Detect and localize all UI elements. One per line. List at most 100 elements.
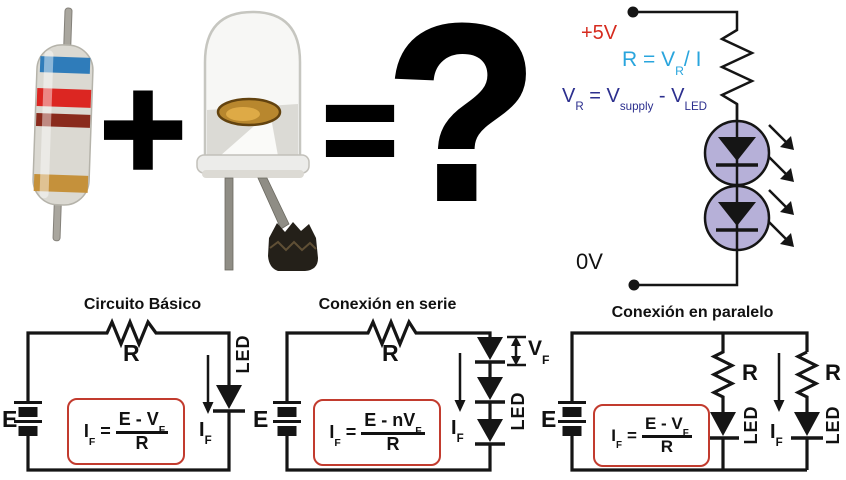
text-sub: F xyxy=(158,424,166,436)
formula-sub: R xyxy=(675,63,684,78)
formula-fraction: E - VF R xyxy=(115,409,169,453)
parallel-circuit-title: Conexión en paralelo xyxy=(611,304,774,321)
supply-voltage-label: +5V xyxy=(581,22,618,44)
text-sub: F xyxy=(456,432,464,446)
test-clip xyxy=(268,222,318,271)
text-part: I xyxy=(451,417,457,439)
branch-1-resistor xyxy=(710,333,736,412)
formula-denominator: R xyxy=(660,436,673,456)
led-diode-triangle-1 xyxy=(718,137,756,161)
led-label-2: LED xyxy=(823,405,843,445)
led-triangle-2 xyxy=(477,377,503,400)
formula-lhs: IF xyxy=(83,421,95,447)
formula-sub: supply xyxy=(619,100,654,114)
text-part: I xyxy=(329,422,335,442)
test-clip-teeth xyxy=(269,240,317,252)
led-label: LED xyxy=(233,334,253,374)
parallel-circuit-drawing xyxy=(558,331,823,472)
wire xyxy=(570,436,809,472)
resistor-label-2: R xyxy=(825,360,841,385)
formula-part: R = V xyxy=(622,48,676,71)
formula-sub: R xyxy=(575,100,584,114)
wire xyxy=(285,362,492,472)
formula-fraction: E - VF R xyxy=(641,414,692,456)
led-diode-triangle-2 xyxy=(718,202,756,226)
led-leg-left xyxy=(224,177,234,271)
text-part: E - V xyxy=(644,414,683,434)
source-label: E xyxy=(541,406,557,432)
led-flange-under xyxy=(202,170,304,178)
formula-part: / I xyxy=(683,48,702,71)
formula-sub: LED xyxy=(684,100,708,114)
formula-numerator: E - VF xyxy=(115,409,169,436)
text-sub: F xyxy=(334,437,341,449)
wire xyxy=(26,411,231,472)
formula-numerator: E - nVF xyxy=(361,410,425,437)
wire xyxy=(26,317,231,401)
wire xyxy=(285,317,492,401)
basic-circuit-drawing xyxy=(14,317,245,472)
text-part: I xyxy=(770,421,776,443)
branch-2-resistor xyxy=(794,350,820,412)
resistor-formula: R = VR/ I xyxy=(622,48,702,77)
band-red xyxy=(36,88,92,108)
formula-denominator: R xyxy=(135,432,149,453)
resistor-label: R xyxy=(382,340,399,366)
parallel-formula-box: IF = E - VF R xyxy=(593,404,710,467)
text-part: E - nV xyxy=(364,410,416,431)
basic-formula-box: IF = E - VF R xyxy=(67,398,185,465)
led-triangle-1 xyxy=(710,412,736,436)
current-arrow xyxy=(454,353,466,412)
led-triangle-2 xyxy=(794,412,820,436)
vf-measure-arrow xyxy=(507,335,526,367)
text-sub: F xyxy=(542,352,550,367)
led-triangle-1 xyxy=(477,337,503,360)
current-arrow xyxy=(773,353,785,412)
current-arrow xyxy=(202,355,214,414)
basic-circuit-title: Circuito Básico xyxy=(83,296,202,313)
body-highlight xyxy=(39,50,54,199)
series-circuit-drawing xyxy=(273,317,526,472)
battery-symbol xyxy=(558,401,586,436)
series-formula-box: IF = E - nVF R xyxy=(313,399,441,466)
text-sub: F xyxy=(682,428,689,440)
led-reflector-shine xyxy=(226,107,260,121)
led-triangle-3 xyxy=(477,419,503,442)
vf-label: VF xyxy=(528,337,549,366)
resistor-zigzag-vertical xyxy=(719,26,755,121)
wire xyxy=(570,331,809,401)
text-part: V xyxy=(528,337,543,360)
text-sub: F xyxy=(415,425,422,437)
formula-lhs: IF xyxy=(329,422,340,448)
formula-numerator: E - VF xyxy=(641,414,692,440)
text-part: I xyxy=(83,421,89,441)
text-sub: F xyxy=(775,436,783,450)
text-sub: F xyxy=(88,436,96,448)
source-label: E xyxy=(253,406,269,432)
led-photo xyxy=(196,10,318,271)
formula-lhs: IF xyxy=(611,425,622,451)
voltage-formula: VR = Vsupply - VLED xyxy=(562,85,707,113)
battery-symbol xyxy=(273,401,301,436)
formula-part: = V xyxy=(583,85,620,107)
light-arrows xyxy=(768,124,794,247)
ground-label: 0V xyxy=(576,249,603,274)
band-maroon xyxy=(35,112,91,128)
supply-circuit-drawing xyxy=(627,6,794,291)
text-sub: F xyxy=(204,434,212,448)
formula-denominator: R xyxy=(386,433,400,454)
formula-equals: = xyxy=(345,422,357,442)
text-part: I xyxy=(611,425,616,445)
wire xyxy=(633,10,739,26)
resistor-photo xyxy=(32,7,94,242)
band-gold xyxy=(33,173,89,193)
led-triangle xyxy=(216,385,242,409)
band-blue xyxy=(39,56,91,74)
formula-part: - V xyxy=(653,85,685,107)
current-label: IF xyxy=(770,421,783,449)
text-part: E - V xyxy=(118,409,159,430)
led-leg-right xyxy=(257,177,290,230)
question-mark: ? xyxy=(384,0,541,254)
